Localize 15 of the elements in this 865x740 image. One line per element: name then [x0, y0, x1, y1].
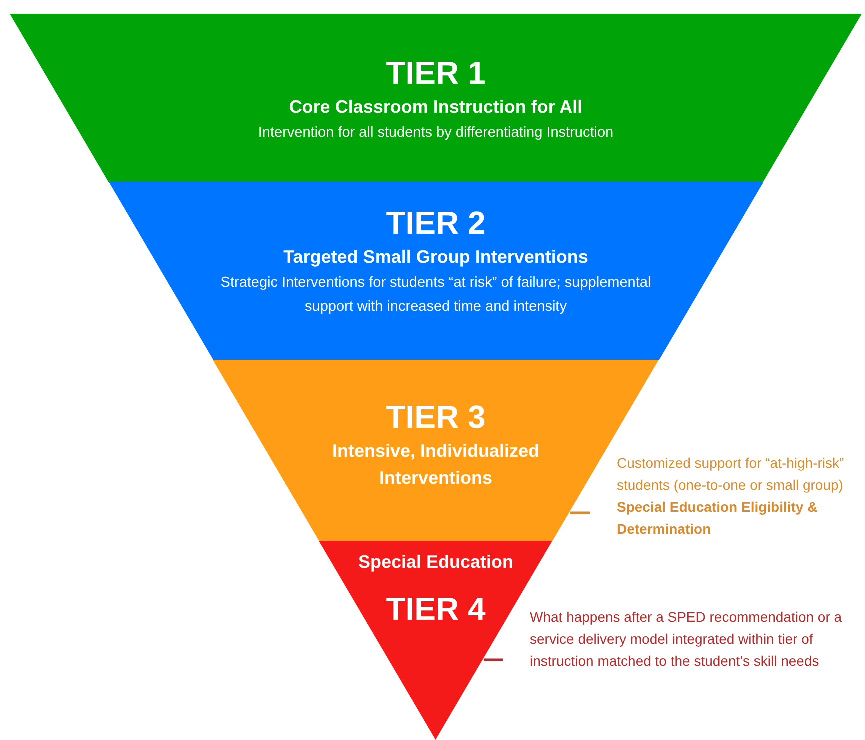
tier-title: Core Classroom Instruction for All	[289, 96, 583, 119]
tier-description: Strategic Interventions for students “at risk” of failure; supplemental support with increased time and intensity	[220, 274, 652, 317]
tier-heading: TIER 4	[386, 590, 486, 628]
side-note: What happens after a SPED recommendation or a service delivery model integrated within tier of instruction matched to the student’s skill needs	[530, 608, 844, 671]
leader-line	[484, 658, 503, 662]
tier-title: Special Education	[358, 551, 514, 574]
tier-heading: TIER 2	[386, 204, 486, 242]
tier-title: Intensive, Individualized Interventions	[331, 440, 540, 490]
tier-title: Targeted Small Group Interventions	[284, 246, 588, 269]
tier-heading: TIER 1	[386, 54, 486, 92]
tier-heading: TIER 3	[386, 398, 486, 436]
tier-description: Intervention for all students by differentiating Instruction	[258, 124, 614, 143]
side-note: Customized support for “at-high-risk” students (one-to-one or small group)	[617, 454, 846, 495]
leader-line	[570, 512, 590, 514]
side-note: Special Education Eligibility & Determination	[617, 498, 819, 539]
